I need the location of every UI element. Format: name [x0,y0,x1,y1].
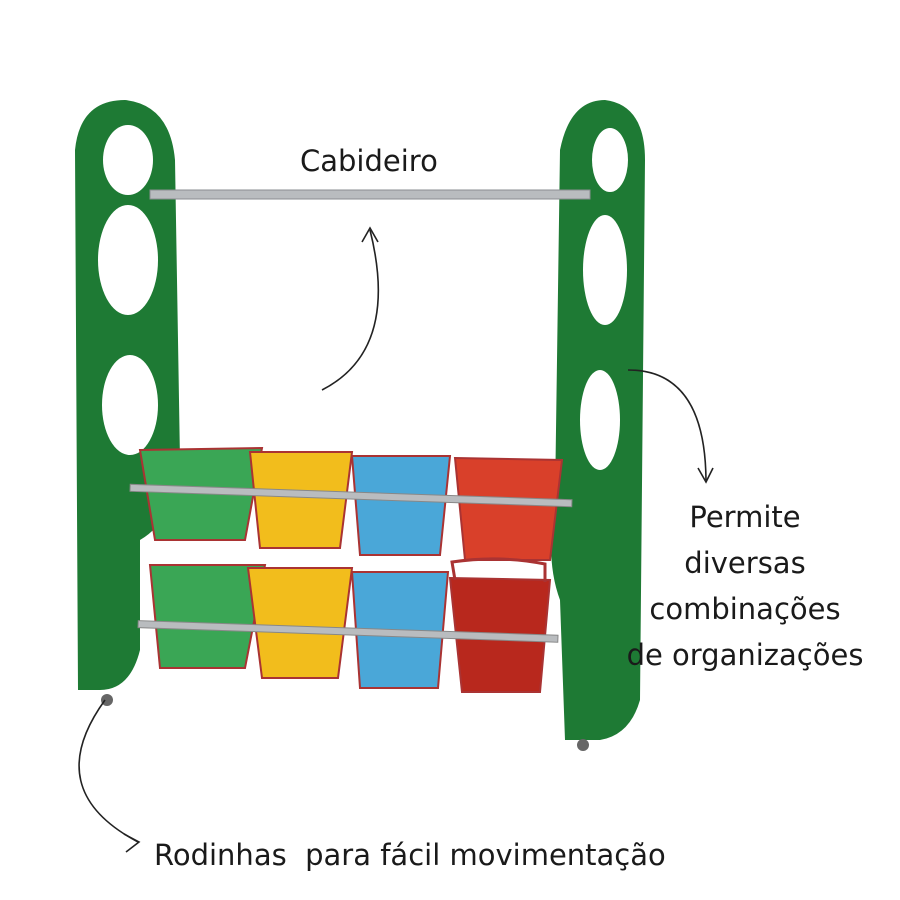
arrow-hanger [321,226,380,391]
lower-shelf [137,557,559,693]
hanger-label: Cabideiro [300,144,438,178]
hanger-rod [149,189,591,200]
combinations-line: Permite [689,500,801,534]
arrow-combinations [627,369,714,484]
arrow-wheels [78,699,141,853]
wheels-label: Rodinhas para fácil movimentação [154,838,666,872]
upper-shelf [129,446,573,561]
combinations-line: diversas [684,546,806,580]
right-side-frame [551,100,645,751]
combinations-line: combinações [649,592,841,626]
combinations-line: de organizações [626,638,864,672]
left-side-frame [75,100,180,706]
combinations-label: Permite diversas combinações de organizaçõe… [600,494,890,678]
